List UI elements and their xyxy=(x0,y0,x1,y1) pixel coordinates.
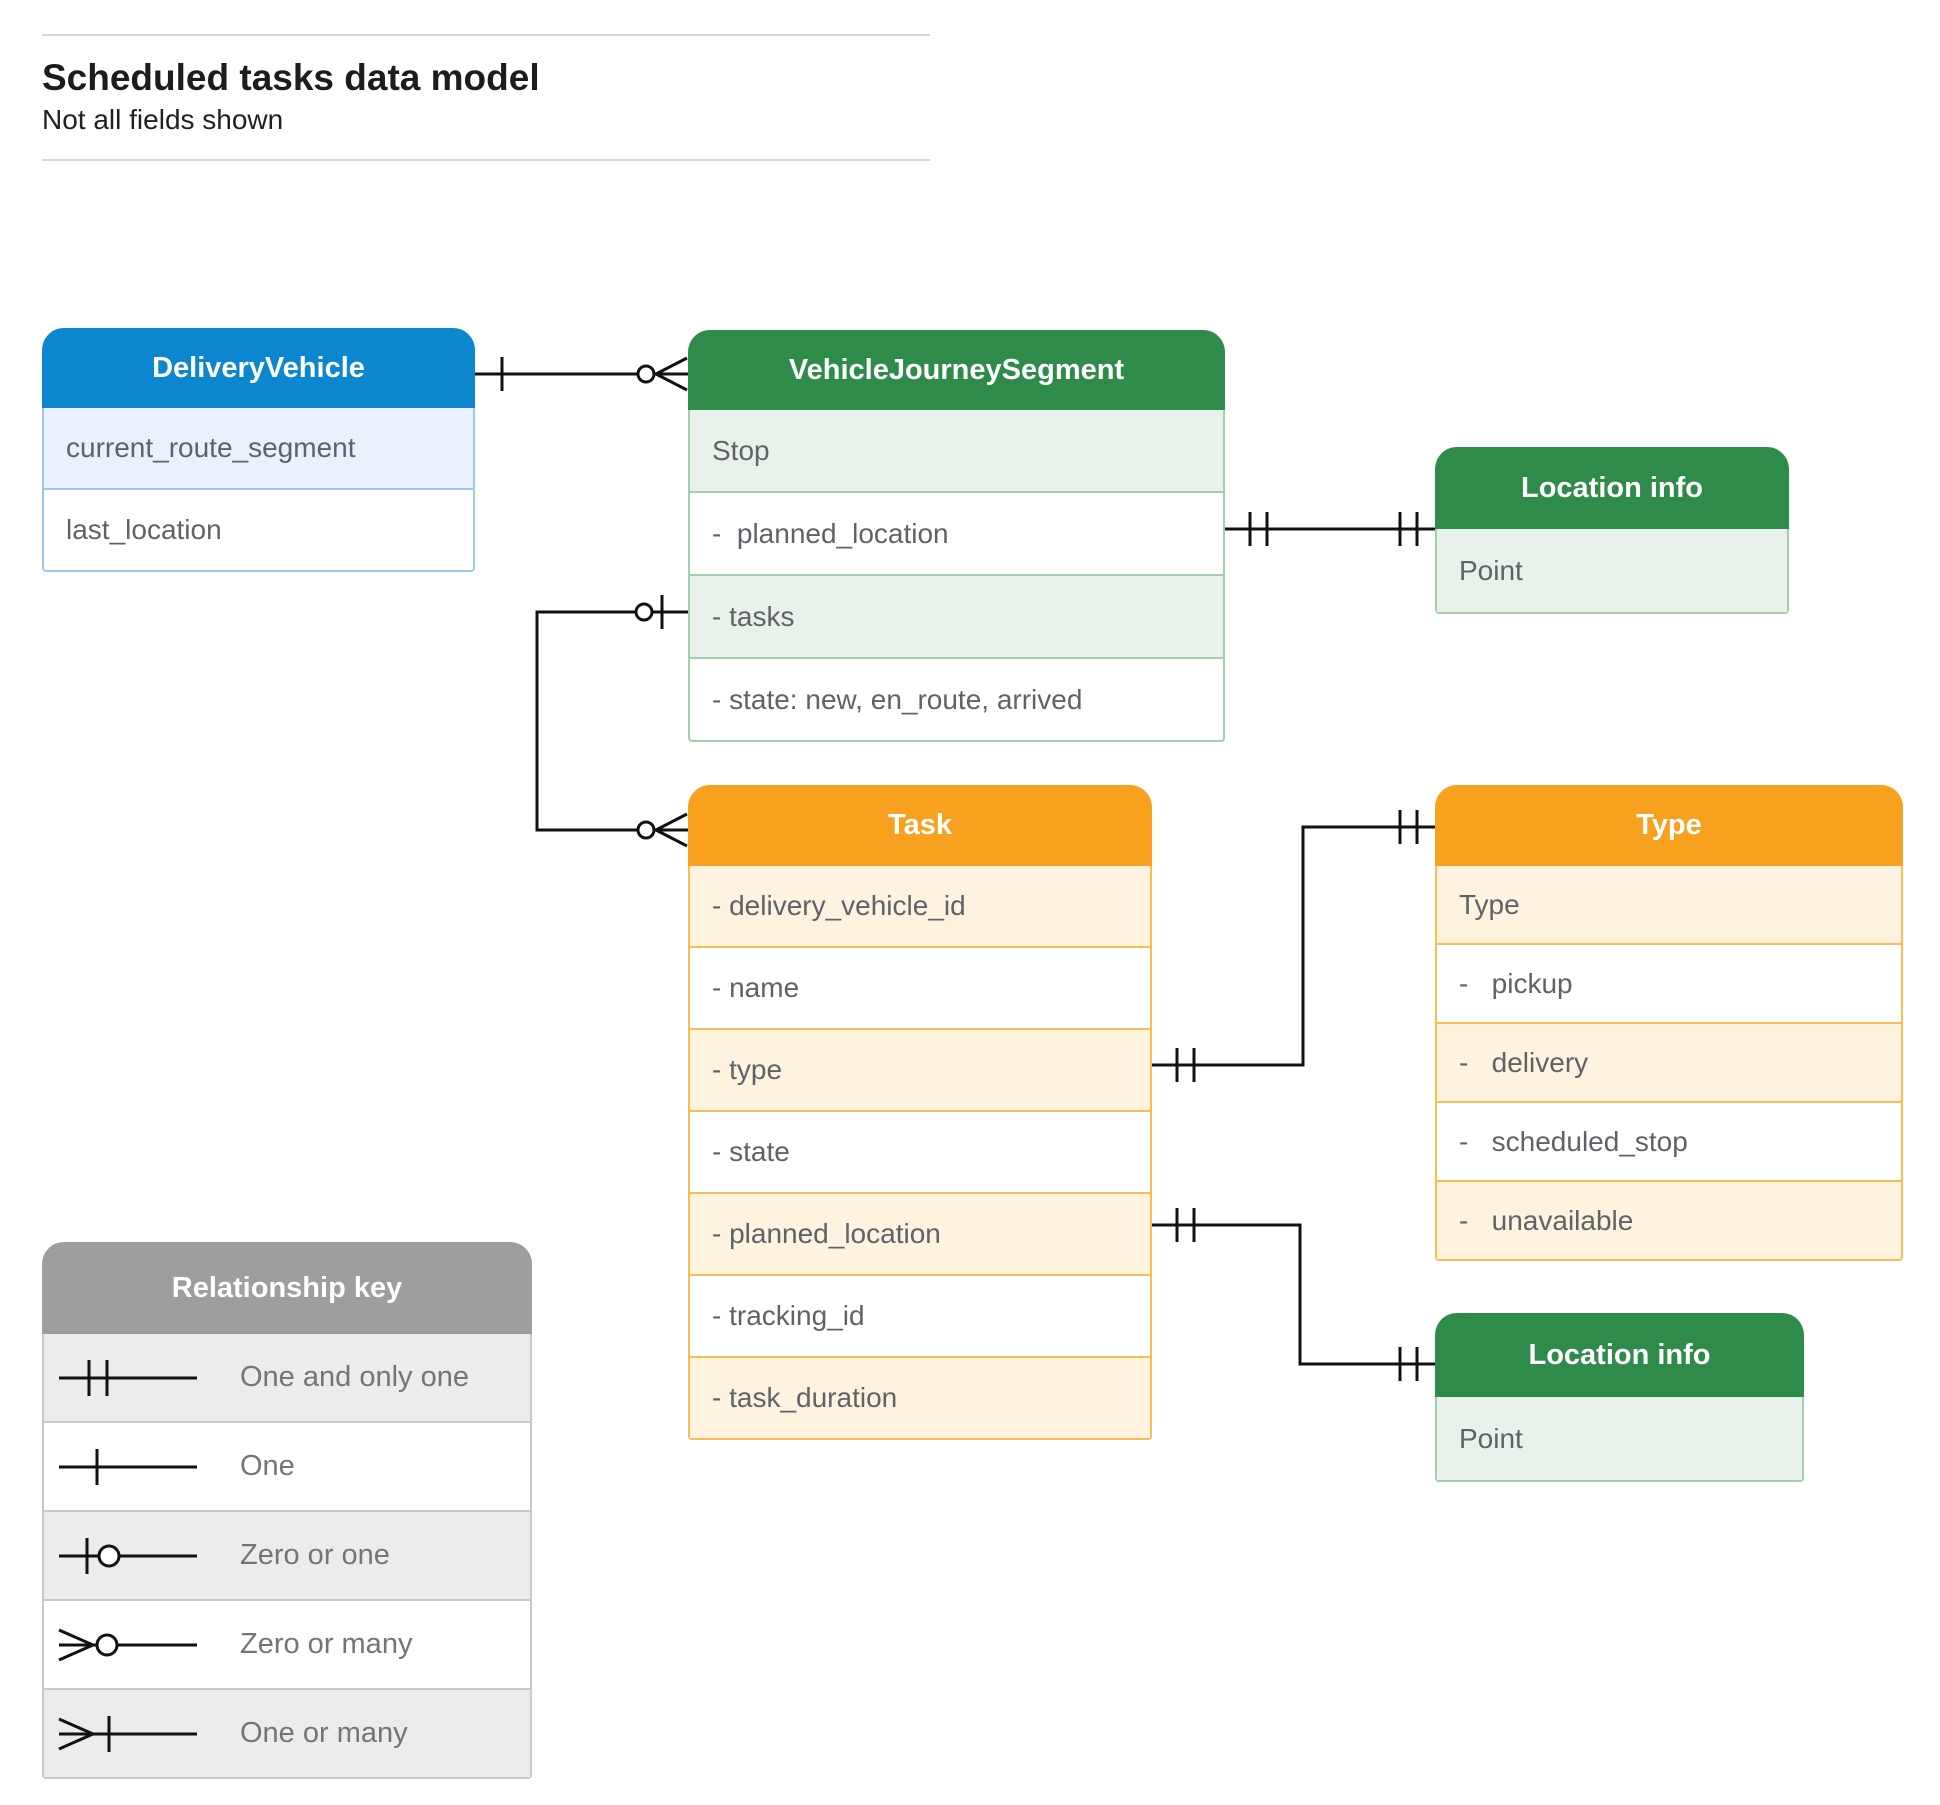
entity-location-info-top: Location info Point xyxy=(1435,447,1789,614)
top-divider xyxy=(42,34,930,36)
value-pickup: - pickup xyxy=(1437,943,1901,1022)
entity-vehicle-journey-segment: VehicleJourneySegment Stop - planned_loc… xyxy=(688,330,1225,742)
one-and-only-one-icon xyxy=(59,1359,197,1396)
page-subtitle: Not all fields shown xyxy=(42,104,284,135)
legend-item: Zero or many xyxy=(44,1599,530,1688)
entity-rows: - delivery_vehicle_id - name - type - st… xyxy=(688,866,1152,1440)
field-state: - state: new, en_route, arrived xyxy=(690,657,1223,740)
value-delivery: - delivery xyxy=(1437,1022,1901,1101)
entity-rows: Stop - planned_location - tasks - state:… xyxy=(688,410,1225,742)
value-scheduled-stop: - scheduled_stop xyxy=(1437,1101,1901,1180)
one-or-many-icon xyxy=(58,1715,197,1752)
legend-label: One or many xyxy=(240,1717,408,1749)
field-current-route-segment: current_route_segment xyxy=(44,408,473,488)
legend-label: One xyxy=(240,1450,295,1482)
field-point: Point xyxy=(1437,529,1787,612)
legend-item: Zero or one xyxy=(44,1510,530,1599)
one-icon xyxy=(59,1448,197,1485)
entity-rows: Point xyxy=(1435,1397,1804,1482)
legend-label: Zero or one xyxy=(240,1539,390,1571)
entity-header: Task xyxy=(688,785,1152,866)
zero-or-one-icon xyxy=(59,1537,197,1574)
entity-rows: Point xyxy=(1435,529,1789,614)
field-name: - name xyxy=(690,946,1150,1028)
legend-item: One xyxy=(44,1421,530,1510)
header-divider xyxy=(42,159,930,161)
field-tracking-id: - tracking_id xyxy=(690,1274,1150,1356)
legend-label: One and only one xyxy=(240,1361,469,1393)
entity-header: Location info xyxy=(1435,1313,1804,1397)
entity-type: Type Type - pickup - delivery - schedule… xyxy=(1435,785,1903,1261)
entity-task: Task - delivery_vehicle_id - name - type… xyxy=(688,785,1152,1440)
page-title: Scheduled tasks data model xyxy=(42,57,540,98)
zero-or-many-icon xyxy=(58,1628,197,1661)
entity-location-info-bottom: Location info Point xyxy=(1435,1313,1804,1482)
field-delivery-vehicle-id: - delivery_vehicle_id xyxy=(690,866,1150,946)
field-state: - state xyxy=(690,1110,1150,1192)
entity-header: VehicleJourneySegment xyxy=(688,330,1225,410)
entity-header: Type xyxy=(1435,785,1903,866)
relationship-key-header: Relationship key xyxy=(42,1242,532,1334)
field-planned-location: - planned_location xyxy=(690,491,1223,574)
entity-header: Location info xyxy=(1435,447,1789,529)
field-last-location: last_location xyxy=(44,488,473,570)
entity-delivery-vehicle: DeliveryVehicle current_route_segment la… xyxy=(42,328,475,572)
legend-item: One and only one xyxy=(44,1334,530,1421)
field-type: - type xyxy=(690,1028,1150,1110)
entity-header: DeliveryVehicle xyxy=(42,328,475,408)
relationship-key-rows: One and only one One Zero or one Zero or… xyxy=(42,1334,532,1779)
value-unavailable: - unavailable xyxy=(1437,1180,1901,1259)
field-stop: Stop xyxy=(690,410,1223,491)
field-point: Point xyxy=(1437,1397,1802,1480)
entity-rows: current_route_segment last_location xyxy=(42,408,475,572)
entity-rows: Type - pickup - delivery - scheduled_sto… xyxy=(1435,866,1903,1261)
legend-label: Zero or many xyxy=(240,1628,413,1660)
field-planned-location: - planned_location xyxy=(690,1192,1150,1274)
field-tasks: - tasks xyxy=(690,574,1223,657)
field-type: Type xyxy=(1437,866,1901,943)
field-task-duration: - task_duration xyxy=(690,1356,1150,1438)
relationship-key: Relationship key One and only one One Ze… xyxy=(42,1242,532,1779)
legend-item: One or many xyxy=(44,1688,530,1777)
